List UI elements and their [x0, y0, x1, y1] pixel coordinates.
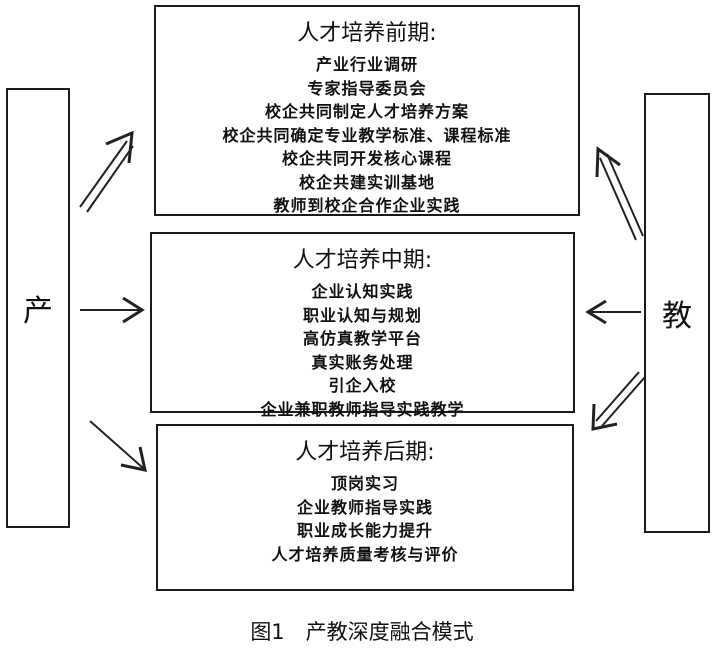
education-box: 教 [644, 93, 710, 533]
arrow-education-to-early [595, 146, 644, 241]
arrow-industry-to-late [89, 420, 147, 472]
list-item: 高仿真教学平台 [302, 329, 422, 348]
arrow-industry-to-early [79, 130, 134, 213]
list-item: 产业行业调研 [315, 55, 418, 74]
list-item: 校企共建实训基地 [298, 172, 435, 192]
list-item: 企业兼职教师指导实践教学 [260, 399, 465, 419]
list-item: 引企入校 [328, 376, 397, 395]
list-item: 企业认知实践 [311, 282, 414, 301]
early-stage-box: 人才培养前期: 产业行业调研 专家指导委员会 校企共同制定人才培养方案 校企共同… [154, 5, 580, 216]
early-stage-title: 人才培养前期: [297, 21, 437, 46]
list-item: 校企共同开发核心课程 [281, 149, 452, 168]
education-label: 教 [662, 299, 692, 334]
list-item: 顶岗实习 [330, 474, 399, 493]
list-item: 校企共同确定专业教学标准、课程标准 [222, 125, 512, 145]
late-stage-title: 人才培养后期: [295, 440, 435, 465]
middle-stage-box: 人才培养中期: 企业认知实践 职业认知与规划 高仿真教学平台 真实账务处理 引企… [150, 232, 575, 419]
figure-caption: 图1 产教深度融合模式 [250, 620, 474, 644]
list-item: 职业认知与规划 [302, 305, 422, 325]
list-item: 人才培养质量考核与评价 [271, 544, 459, 564]
late-stage-list: 顶岗实习 企业教师指导实践 职业成长能力提升 人才培养质量考核与评价 [158, 472, 572, 566]
industry-label: 产 [23, 294, 53, 329]
early-stage-list: 产业行业调研 专家指导委员会 校企共同制定人才培养方案 校企共同确定专业教学标准… [156, 53, 578, 218]
list-item: 真实账务处理 [311, 352, 414, 372]
middle-stage-title: 人才培养中期: [292, 248, 433, 273]
list-item: 企业教师指导实践 [296, 497, 433, 517]
industry-box: 产 [6, 88, 70, 528]
list-item: 教师到校企合作企业实践 [273, 196, 461, 215]
list-item: 专家指导委员会 [307, 78, 427, 98]
list-item: 校企共同制定人才培养方案 [264, 102, 469, 121]
arrow-education-to-late [591, 371, 646, 431]
arrow-industry-to-middle [80, 296, 145, 324]
late-stage-box: 人才培养后期: 顶岗实习 企业教师指导实践 职业成长能力提升 人才培养质量考核与… [156, 424, 574, 591]
list-item: 职业成长能力提升 [296, 521, 433, 540]
middle-stage-list: 企业认知实践 职业认知与规划 高仿真教学平台 真实账务处理 引企入校 企业兼职教… [152, 280, 573, 421]
arrow-education-to-middle [585, 299, 641, 325]
